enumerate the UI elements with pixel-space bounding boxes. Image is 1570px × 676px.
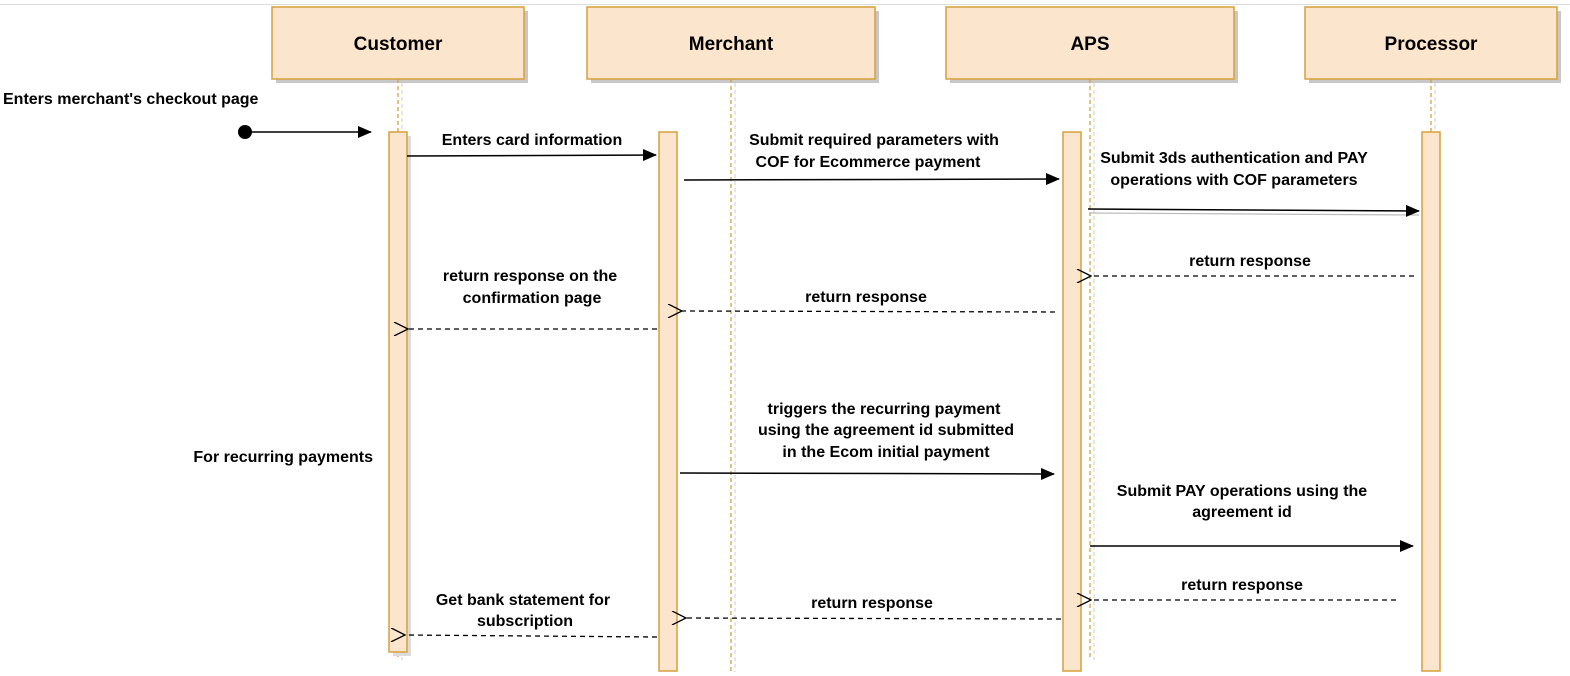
activation-bar-aps <box>1062 131 1082 672</box>
note-start: Enters merchant's checkout page <box>3 91 259 108</box>
activation-bar-processor <box>1421 131 1441 672</box>
participant-aps: APS <box>945 6 1238 83</box>
message-return-response-aps-merchant-2: return response <box>686 595 1062 619</box>
message-label: Submit required parameters with <box>749 132 999 149</box>
message-arrow <box>682 311 1056 312</box>
participant-label: Merchant <box>689 34 774 55</box>
participant-customer: Customer <box>271 6 528 83</box>
message-label: in the Ecom initial payment <box>782 444 990 461</box>
message-arrow <box>686 618 1062 619</box>
message-label: return response <box>1189 253 1311 270</box>
message-arrow <box>679 467 1055 480</box>
message-label: agreement id <box>1192 504 1292 521</box>
message-label: Enters card information <box>442 132 622 149</box>
message-label: return response on the <box>443 268 617 285</box>
participant-box <box>271 6 525 80</box>
activation-bar-customer <box>388 131 408 653</box>
message-submit-required-parameters: Submit required parameters with COF for … <box>683 132 1060 186</box>
participant-box <box>586 6 876 80</box>
message-triggers-recurring-payment: triggers the recurring payment using the… <box>679 401 1055 480</box>
participant-merchant: Merchant <box>586 6 879 83</box>
message-return-response-confirmation: return response on the confirmation page <box>408 268 657 329</box>
message-label: return response <box>811 595 933 612</box>
message-label: Submit PAY operations using the <box>1117 483 1368 500</box>
message-return-response-processor-aps-2: return response <box>1091 577 1396 600</box>
activation-bar-merchant <box>658 131 678 672</box>
message-submit-pay-operations: Submit PAY operations using the agreemen… <box>1090 483 1414 552</box>
message-arrow <box>683 173 1060 186</box>
message-label: COF for Ecommerce payment <box>756 154 982 171</box>
participant-label: APS <box>1070 34 1109 55</box>
message-arrow <box>406 149 657 162</box>
message-arrow-shadow <box>1089 212 1420 216</box>
message-label: return response <box>1181 577 1303 594</box>
message-label: return response <box>805 289 927 306</box>
participant-label: Customer <box>354 34 443 55</box>
message-arrow <box>405 635 658 637</box>
note-recurring: For recurring payments <box>193 449 373 466</box>
message-submit-3ds-authentication: Submit 3ds authentication and PAY operat… <box>1087 150 1420 217</box>
message-label: using the agreement id submitted <box>758 422 1014 439</box>
message-enters-card-information: Enters card information <box>406 132 657 162</box>
message-return-response-processor-aps: return response <box>1091 253 1414 276</box>
message-label: subscription <box>477 613 573 630</box>
message-get-bank-statement: Get bank statement for subscription <box>405 592 658 637</box>
message-arrow <box>1087 204 1420 217</box>
message-label: operations with COF parameters <box>1110 172 1357 189</box>
message-label: confirmation page <box>463 290 602 307</box>
participant-processor: Processor <box>1304 6 1561 83</box>
message-return-response-aps-merchant: return response <box>682 289 1056 312</box>
message-label: Get bank statement for <box>436 592 610 609</box>
participant-label: Processor <box>1385 34 1479 55</box>
message-label: Submit 3ds authentication and PAY <box>1100 150 1368 167</box>
message-label: triggers the recurring payment <box>768 401 1002 418</box>
